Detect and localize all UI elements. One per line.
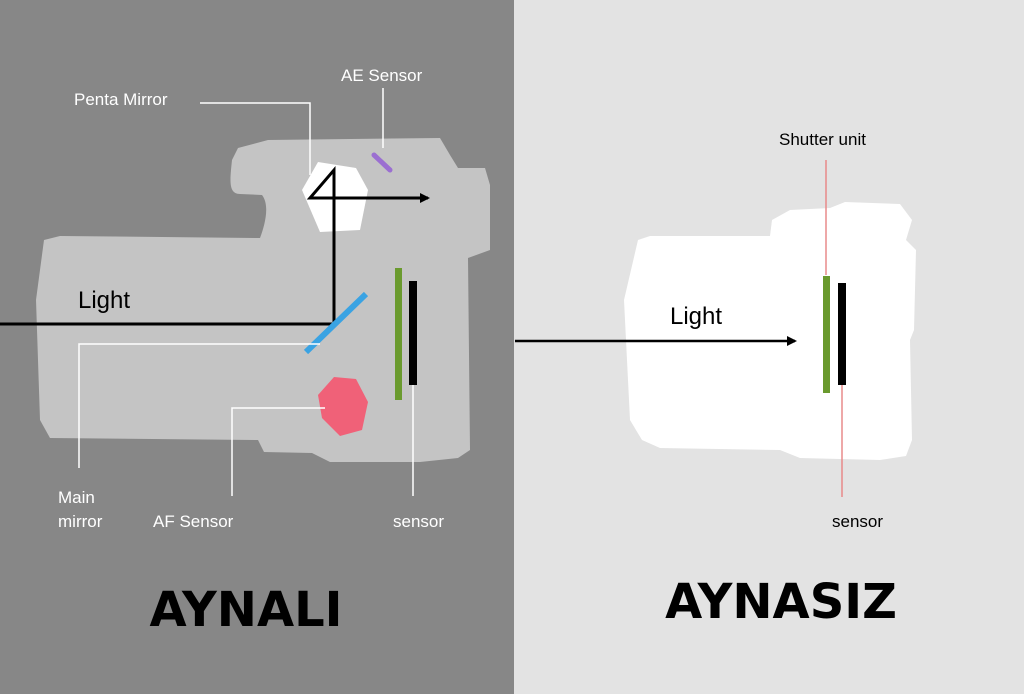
main-mirror-leader bbox=[78, 343, 320, 468]
dslr-shutter bbox=[395, 268, 402, 400]
mirrorless-camera-body bbox=[624, 202, 916, 460]
dslr-diagram: Penta Mirror AE Sensor Light Main mirror… bbox=[0, 66, 490, 638]
main-mirror-label-line: Main bbox=[58, 488, 95, 507]
mirrorless-shutter bbox=[823, 276, 830, 393]
dslr-light-label: Light bbox=[78, 287, 130, 314]
mirrorless-diagram: Shutter unit Light sensor AYNASIZ bbox=[515, 130, 916, 630]
main-mirror-label: Main mirror bbox=[58, 488, 103, 531]
mirrored-title: AYNALI bbox=[149, 582, 342, 638]
main-mirror-label-line: mirror bbox=[58, 512, 103, 531]
penta-mirror-label: Penta Mirror bbox=[74, 90, 168, 109]
dslr-light-path bbox=[0, 165, 430, 326]
af-sensor-label: AF Sensor bbox=[153, 512, 234, 531]
dslr-sensor-label: sensor bbox=[393, 512, 444, 531]
ae-sensor bbox=[371, 152, 393, 173]
mirrorless-sensor-label: sensor bbox=[832, 512, 883, 531]
ae-sensor-label: AE Sensor bbox=[341, 66, 423, 85]
mirrorless-light-label: Light bbox=[670, 303, 722, 330]
main-mirror bbox=[303, 291, 369, 355]
penta-mirror-leader bbox=[200, 102, 311, 175]
shutter-unit-label: Shutter unit bbox=[779, 130, 866, 149]
dslr-sensor bbox=[409, 281, 417, 385]
mirrorless-title: AYNASIZ bbox=[665, 574, 897, 630]
dslr-camera-body bbox=[36, 138, 490, 462]
mirrorless-sensor bbox=[838, 283, 846, 385]
af-sensor bbox=[318, 377, 368, 436]
af-sensor-leader bbox=[231, 407, 325, 496]
